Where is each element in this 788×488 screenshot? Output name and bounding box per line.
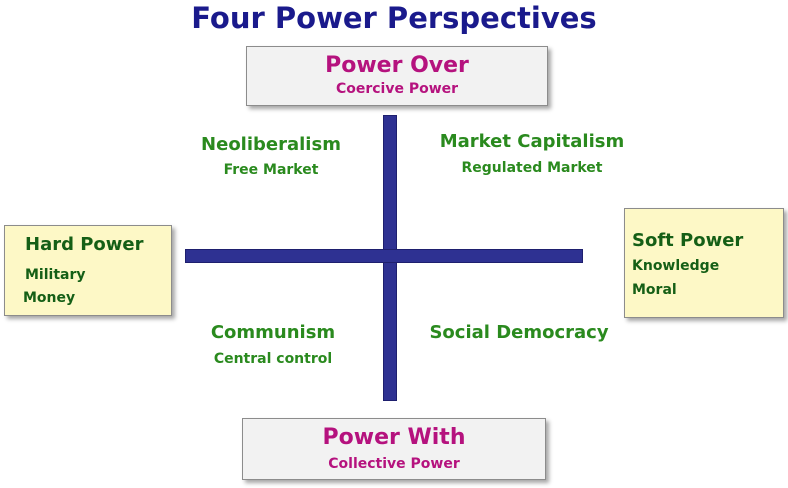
diagram-title: Four Power Perspectives [191, 1, 597, 35]
quadrant-top-left-sublabel: Free Market [223, 162, 319, 178]
soft-power-label: Soft Power [632, 230, 744, 251]
hard-power-label: Hard Power [25, 234, 144, 255]
quadrant-bottom-left-label: Communism [210, 322, 336, 343]
quadrant-bottom-right-label: Social Democracy [429, 322, 609, 343]
quadrant-top-left-label: Neoliberalism [201, 134, 341, 155]
power-over-sublabel: Coercive Power [335, 81, 459, 97]
power-over-box: Power Over Coercive Power [246, 46, 548, 106]
soft-power-line-2: Moral [632, 282, 677, 298]
quadrant-top-right-label: Market Capitalism [439, 131, 625, 152]
hard-power-line-2: Money [23, 290, 76, 306]
power-with-label: Power With [322, 425, 466, 450]
hard-power-box: Hard Power Military Money [4, 225, 172, 316]
hard-power-line-1: Military [25, 267, 86, 283]
quadrant-top-right-sublabel: Regulated Market [461, 160, 603, 176]
horizontal-axis [185, 249, 583, 263]
soft-power-line-1: Knowledge [632, 258, 720, 274]
quadrant-bottom-left-sublabel: Central control [213, 351, 333, 367]
power-with-box: Power With Collective Power [242, 418, 546, 480]
power-with-sublabel: Collective Power [328, 456, 460, 472]
power-over-label: Power Over [325, 53, 469, 78]
soft-power-box: Soft Power Knowledge Moral [624, 208, 784, 318]
